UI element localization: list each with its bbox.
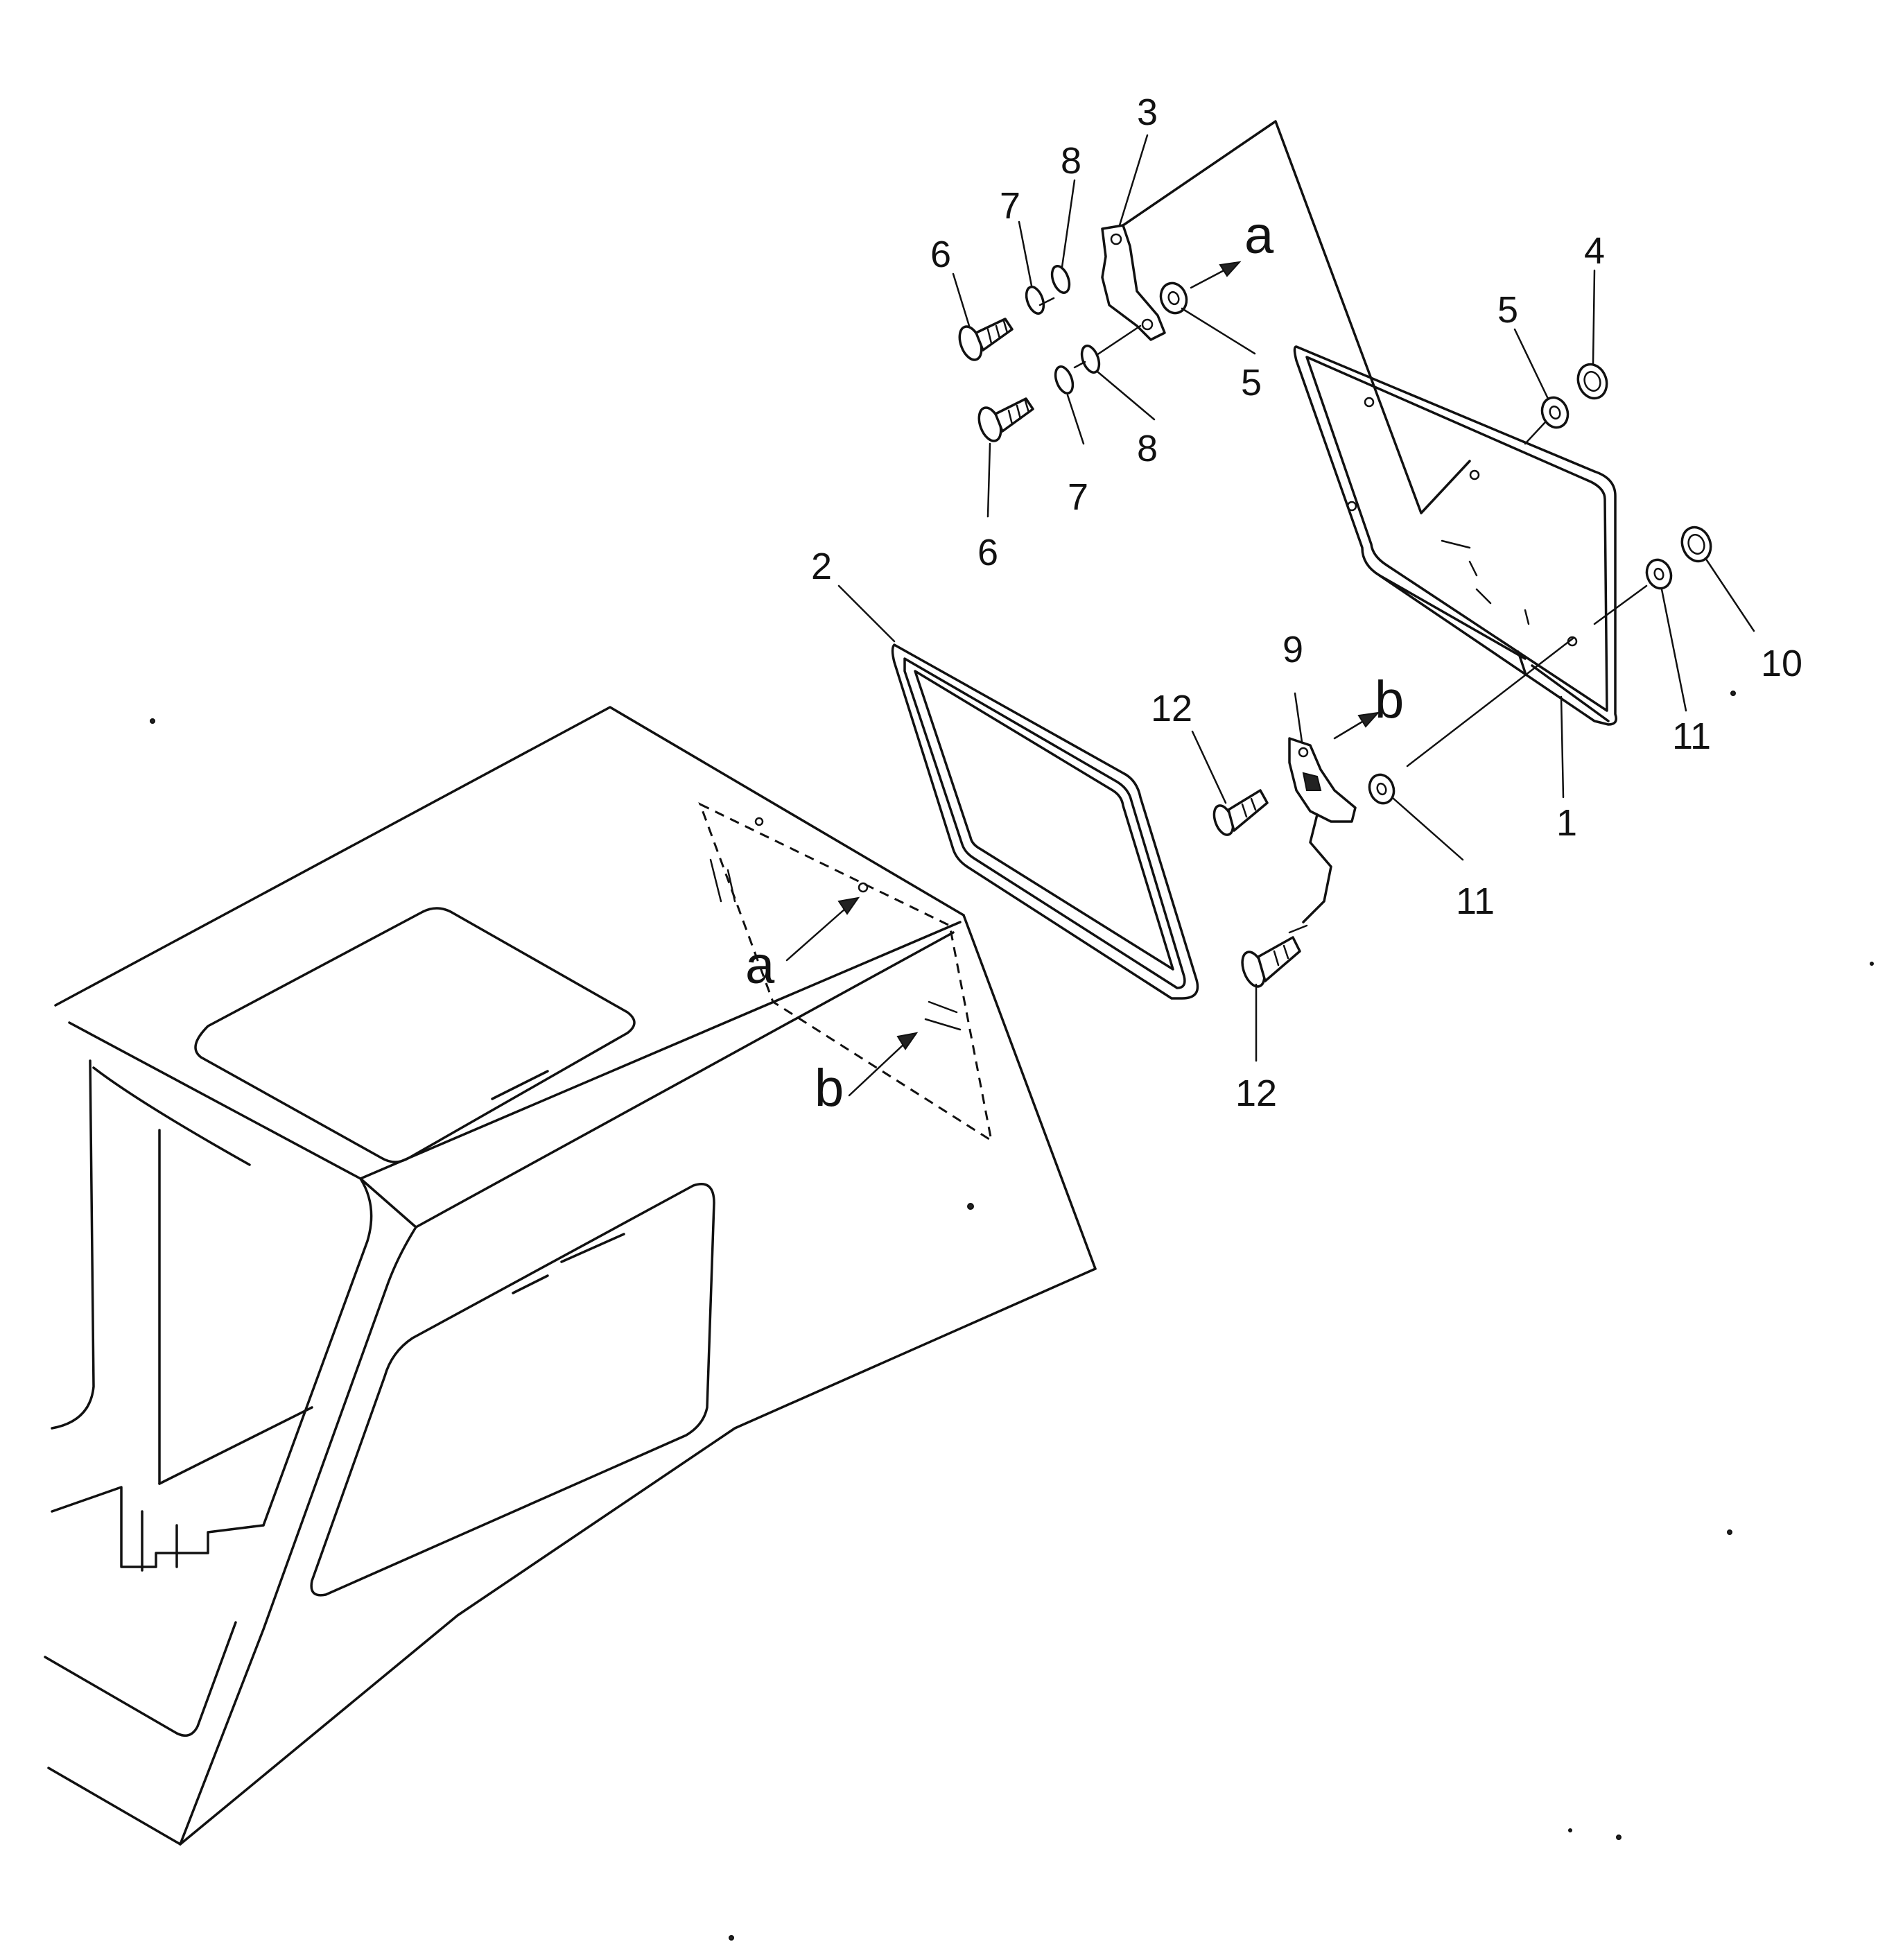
callout-label-10: 10 [1761,643,1802,684]
callout-label-4: 4 [1584,230,1605,272]
callout-label-7-lower: 7 [1068,476,1088,518]
window-panel-part-1 [1293,345,1617,726]
callout-label-6-upper: 6 [930,234,951,275]
nut-part-11-left [1368,773,1396,805]
callout-label-12-upper: 12 [1151,688,1192,729]
cap-nut-part-4 [1576,363,1608,400]
bracket-part-3 [1101,120,1471,514]
cap-nut-part-10 [1680,526,1712,563]
assembly-lines [1038,297,1648,934]
nut-part-5-right-hole [1549,405,1561,420]
screw-part-12-lower [1241,936,1301,988]
callout-label-6-lower: 6 [977,532,998,573]
callout-label-2: 2 [811,546,832,587]
scan-specks [150,691,1874,1941]
washer-part-8-lower [1080,345,1101,374]
callout-label-5-right: 5 [1497,289,1518,331]
callout-label-8-lower: 8 [1137,428,1158,469]
detail-ref-a-top: a [1244,206,1274,265]
cap-nut-part-4-ring [1583,371,1601,392]
seal-frame-part-2 [891,643,1199,1000]
nut-part-5-left [1159,281,1188,315]
callout-label-11-right: 11 [1672,716,1711,757]
callout-label-9: 9 [1283,629,1303,670]
callout-label-8-upper: 8 [1061,140,1081,182]
nut-part-5-left-hole [1167,290,1180,306]
callout-label-3: 3 [1137,92,1158,133]
callout-label-12-lower: 12 [1235,1073,1277,1114]
callout-leaders [837,134,1755,1062]
screw-part-12-upper [1212,789,1269,836]
cab-body [44,706,1097,1846]
callout-label-1: 1 [1556,802,1577,844]
nut-part-11-right [1645,558,1673,590]
bolt-part-6-upper [958,318,1014,361]
nut-part-5-right [1540,396,1570,429]
lock-washer-part-7-lower [1054,365,1075,394]
callout-label-5-left: 5 [1241,362,1262,404]
detail-ref-b-top: b [1375,670,1404,729]
cap-nut-part-10-ring [1687,534,1705,555]
latch-part-9 [1288,737,1357,923]
detail-ref-a-cab: a [745,936,775,995]
lock-washer-part-7-upper [1025,286,1045,315]
bolt-part-6-lower [977,397,1034,442]
washer-part-8-upper [1050,265,1071,294]
detail-arrows [785,261,1380,1097]
nut-part-11-left-hole [1376,782,1387,796]
callout-label-7-upper: 7 [1000,185,1020,227]
callout-label-11-left: 11 [1456,881,1495,922]
detail-ref-b-cab: b [815,1059,844,1118]
nut-part-11-right-hole [1653,567,1664,581]
